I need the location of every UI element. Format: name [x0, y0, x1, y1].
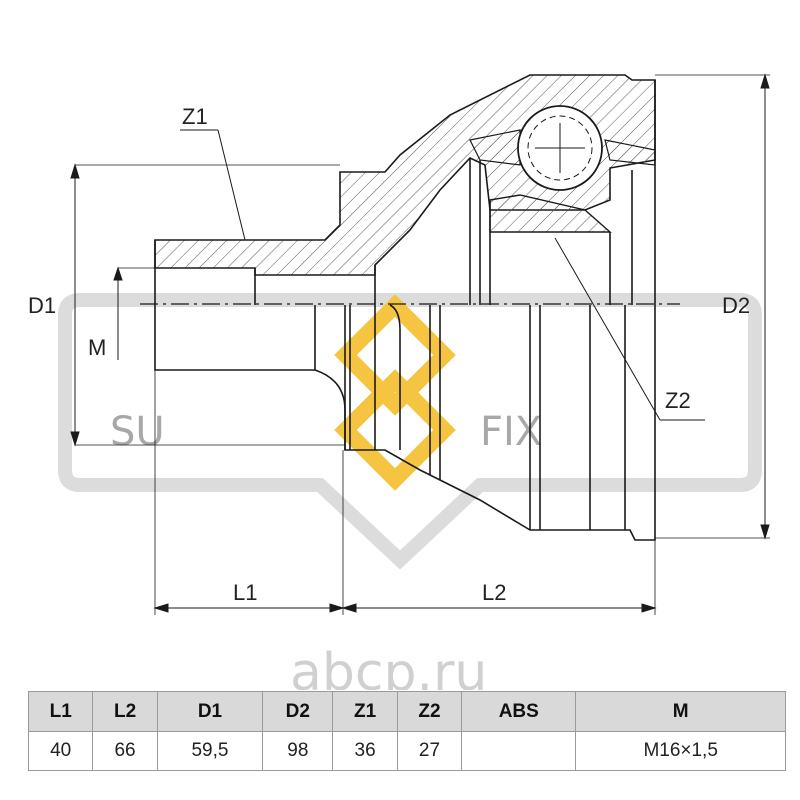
spec-table: L1 L2 D1 D2 Z1 Z2 ABS M 40 66 59,5 98 36…: [27, 691, 786, 771]
header-m: M: [575, 691, 786, 732]
label-m: M: [88, 335, 106, 360]
header-d1: D1: [156, 691, 264, 732]
header-z1: Z1: [332, 691, 398, 732]
watermark-su: SU: [110, 409, 165, 455]
value-d1: 59,5: [156, 731, 264, 771]
label-l1: L1: [233, 580, 257, 605]
header-z2: Z2: [396, 691, 463, 732]
dimension-lines: [70, 73, 770, 615]
header-l2: L2: [92, 691, 158, 732]
watermark: SU FIX: [58, 293, 762, 570]
label-z2: Z2: [665, 388, 691, 413]
value-abs: [461, 731, 577, 771]
header-d2: D2: [262, 691, 334, 732]
value-l1: 40: [27, 731, 94, 771]
label-l2: L2: [482, 580, 506, 605]
ball-inner: [527, 115, 593, 181]
watermark-logo: [334, 294, 456, 491]
spec-value-row: 40 66 59,5 98 36 27 M16×1,5: [27, 731, 786, 771]
lower-outline: [154, 80, 656, 541]
label-z1: Z1: [182, 104, 208, 129]
header-abs: ABS: [461, 691, 577, 732]
value-z1: 36: [332, 731, 398, 771]
spec-header-row: L1 L2 D1 D2 Z1 Z2 ABS M: [27, 691, 786, 732]
watermark-fix: FIX: [480, 409, 542, 455]
value-m: M16×1,5: [575, 731, 786, 771]
label-d2: D2: [722, 293, 750, 318]
cage-section: [469, 129, 521, 166]
site-watermark: abcp.ru: [290, 643, 487, 690]
cv-joint-drawing: SU FIX: [28, 73, 770, 690]
label-d1: D1: [28, 293, 56, 318]
value-z2: 27: [396, 731, 463, 771]
value-d2: 98: [262, 731, 334, 771]
value-l2: 66: [92, 731, 158, 771]
header-l1: L1: [27, 691, 94, 732]
